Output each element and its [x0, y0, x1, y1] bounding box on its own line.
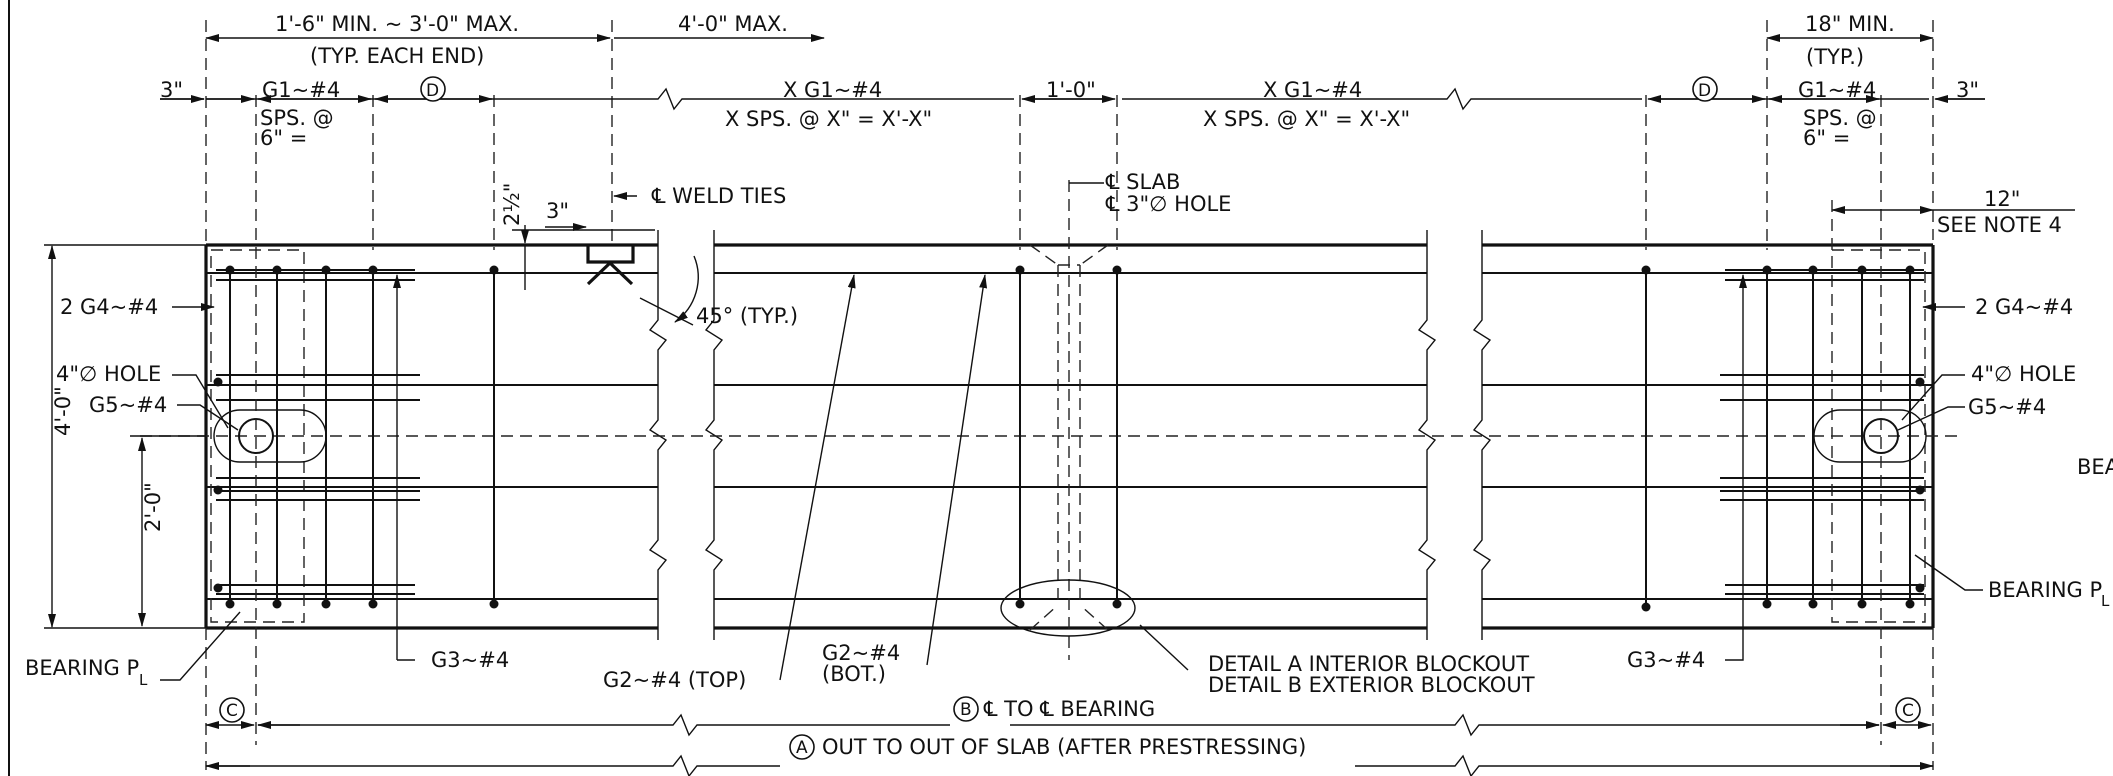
bearing-pl-left-sub: L: [139, 671, 148, 689]
mark-a: [789, 734, 815, 760]
mark-b: [953, 696, 979, 722]
detail-a-label: DETAIL A INTERIOR BLOCKOUT: [1208, 652, 1529, 676]
sps-right-2: 6" =: [1803, 126, 1850, 150]
xg1-right: X G1~#4: [1263, 78, 1362, 102]
xg1-right-spacing: X SPS. @ X" = X'-X": [1203, 107, 1410, 131]
sps-left: SPS. @: [260, 106, 334, 130]
g3-left: G3~#4: [431, 648, 509, 672]
left-height-dimensions: [44, 244, 206, 629]
mark-c-left: [219, 697, 245, 723]
bottom-dimension-lines: [205, 628, 1934, 776]
dim-3in-left: 3": [160, 78, 183, 102]
g4-right: 2 G4~#4: [1975, 295, 2073, 319]
top-dimension-lines: [160, 20, 2075, 250]
a-slab-label: OUT TO OUT OF SLAB (AFTER PRESTRESSING): [822, 735, 1306, 759]
dim-top-min-max: 1'-6" MIN. ~ 3'-0" MAX.: [275, 12, 519, 36]
mark-a-label: A: [796, 738, 808, 758]
mark-c-right-label: C: [1902, 701, 1914, 721]
g5-left: G5~#4: [89, 393, 167, 417]
g1-left: G1~#4: [262, 78, 340, 102]
xg1-left-spacing: X SPS. @ X" = X'-X": [725, 107, 932, 131]
g1-right: G1~#4: [1798, 78, 1876, 102]
dim-3in-right: 3": [1956, 78, 1979, 102]
g3-right: G3~#4: [1627, 648, 1705, 672]
hole-right: 4"∅ HOLE: [1971, 362, 2076, 386]
mark-d-right-label: D: [1698, 81, 1711, 101]
dim-4ft-max: 4'-0" MAX.: [678, 12, 788, 36]
mark-b-label: B: [960, 700, 972, 720]
slab-outline: [140, 230, 1960, 640]
leader-lines: [160, 274, 1983, 681]
g2-top: G2~#4 (TOP): [603, 668, 746, 692]
dim-3in-small: 3": [546, 199, 569, 223]
dim-typ: (TYP.): [1806, 45, 1864, 69]
bearing-pl-right: BEARING P: [1988, 578, 2102, 602]
dim-typ-each-end: (TYP. EACH END): [310, 44, 484, 68]
weld-ties-label: ℄ WELD TIES: [651, 184, 786, 208]
angle-typ-label: 45° (TYP.): [696, 304, 798, 328]
dim-4ft-height: 4'-0": [51, 386, 75, 436]
dim-12in: 12": [1984, 187, 2020, 211]
mark-d-right: [1692, 76, 1718, 102]
right-end-reinforcement: [1645, 20, 1934, 745]
g2-bot: G2~#4: [822, 641, 900, 665]
cl-hole-label: ℄ 3"∅ HOLE: [1105, 192, 1231, 216]
bearing-pl-right-sub: L: [2101, 592, 2110, 610]
g5-right: G5~#4: [1968, 395, 2046, 419]
sps-right: SPS. @: [1803, 106, 1877, 130]
g4-left: 2 G4~#4: [60, 295, 158, 319]
mark-c-right: [1895, 697, 1921, 723]
dim-2-half: 2½": [500, 183, 524, 226]
xg1-left: X G1~#4: [783, 78, 882, 102]
mark-d-left-label: D: [426, 81, 439, 101]
mark-d-left: [420, 76, 446, 102]
cl-slab-label: ℄ SLAB: [1105, 170, 1180, 194]
center-blockout: [1000, 95, 1136, 660]
weld-tie-dimensions: [512, 182, 1104, 326]
dim-2ft-height: 2'-0": [141, 482, 165, 532]
b-bearing-label: ℄ TO ℄ BEARING: [983, 697, 1155, 721]
left-end-reinforcement: [210, 20, 635, 745]
see-note-4: SEE NOTE 4: [1937, 213, 2062, 237]
hole-left: 4"∅ HOLE: [56, 362, 161, 386]
detail-ellipse: [1000, 579, 1136, 637]
dim-18-min: 18" MIN.: [1805, 12, 1895, 36]
dim-1ft: 1'-0": [1046, 78, 1096, 102]
sps-left-2: 6" =: [260, 126, 307, 150]
weld-tie: [586, 245, 635, 286]
bea-cut-label: BEA: [2077, 455, 2113, 479]
mark-c-left-label: C: [226, 701, 238, 721]
bar-dots: [213, 265, 1925, 612]
bearing-pl-left: BEARING P: [25, 656, 139, 680]
detail-b-label: DETAIL B EXTERIOR BLOCKOUT: [1208, 673, 1535, 697]
g2-bot-2: (BOT.): [822, 662, 886, 686]
